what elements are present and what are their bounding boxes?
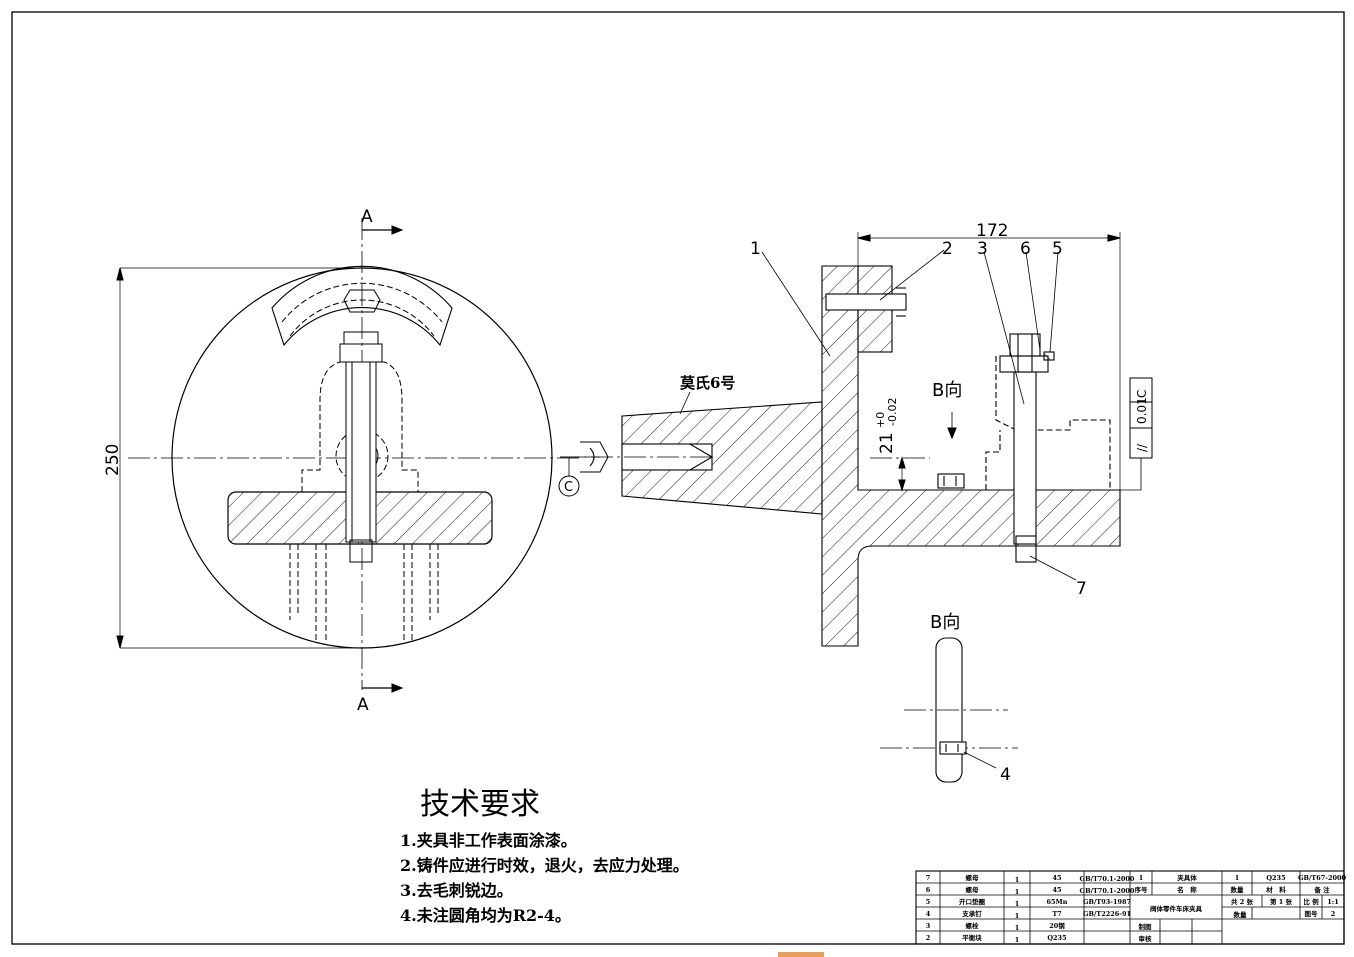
- svg-text:共 2 张: 共 2 张: [1231, 897, 1254, 906]
- svg-text:3: 3: [926, 922, 931, 930]
- svg-text:45: 45: [1052, 874, 1062, 882]
- svg-text:20钢: 20钢: [1049, 921, 1065, 930]
- drawing-frame: [11, 11, 1345, 945]
- balloon-1: 1: [750, 239, 761, 259]
- svg-text:审核: 审核: [1139, 934, 1153, 943]
- svg-text:45: 45: [1052, 886, 1062, 894]
- svg-text:1:1: 1:1: [1327, 898, 1338, 906]
- svg-text:螺母: 螺母: [966, 873, 980, 882]
- balloon-3: 3: [977, 239, 988, 259]
- svg-text:名 称: 名 称: [1177, 885, 1197, 894]
- table-row: 2 平衡块 1 Q235: [926, 933, 1067, 944]
- svg-text:T7: T7: [1052, 910, 1061, 918]
- svg-text:材 料: 材 料: [1265, 885, 1286, 894]
- svg-text:支承钉: 支承钉: [961, 909, 982, 918]
- svg-text:第 1 张: 第 1 张: [1270, 897, 1293, 906]
- svg-text:1: 1: [1235, 874, 1240, 882]
- svg-text:GB/T93-1987: GB/T93-1987: [1083, 898, 1131, 906]
- taper-label: 莫氏6号: [680, 374, 735, 392]
- svg-text:7: 7: [926, 874, 931, 882]
- svg-text:6: 6: [926, 886, 931, 894]
- svg-text:1: 1: [1015, 924, 1020, 932]
- svg-text:5: 5: [926, 898, 931, 906]
- balloon-6: 6: [1020, 239, 1031, 259]
- view-b-label: B向: [932, 380, 962, 401]
- front-view: [116, 218, 580, 693]
- gdt-datum: C: [1135, 390, 1149, 398]
- tech-item-3: 3.去毛刺锐边。: [400, 881, 513, 900]
- svg-text:1: 1: [1015, 936, 1020, 944]
- view-b-title: B向: [930, 612, 960, 633]
- tech-item-4: 4.未注圆角均为R2-4。: [400, 906, 571, 925]
- balloon-7: 7: [1076, 579, 1087, 599]
- svg-text:序号: 序号: [1134, 885, 1149, 894]
- tech-title: 技术要求: [420, 787, 540, 822]
- svg-text:螺母: 螺母: [966, 885, 980, 894]
- svg-text:2: 2: [1331, 910, 1336, 918]
- svg-text:平衡块: 平衡块: [962, 933, 982, 942]
- tol-lower: -0.02: [886, 398, 899, 426]
- gdt-value: 0.01: [1135, 397, 1149, 424]
- balloon-4: 4: [1000, 765, 1011, 785]
- svg-text:GB/T2226-91: GB/T2226-91: [1083, 910, 1131, 918]
- svg-text:夹具体: 夹具体: [1177, 873, 1197, 882]
- svg-text:数量: 数量: [1234, 910, 1248, 919]
- svg-text:备 注: 备 注: [1313, 885, 1330, 894]
- section-a-label-bottom: A: [357, 695, 369, 715]
- gdt-symbol: //: [1135, 443, 1149, 452]
- table-row: 5 开口垫圈 1 65Mn GB/T93-1987: [926, 897, 1131, 908]
- drawing-name: 阀体零件车床夹具: [1150, 904, 1203, 913]
- svg-text:1: 1: [1015, 888, 1020, 896]
- svg-text:开口垫圈: 开口垫圈: [959, 897, 986, 906]
- title-block-grid: [915, 870, 1345, 945]
- svg-text:GB/T70.1-2000: GB/T70.1-2000: [1080, 887, 1135, 895]
- balloon-2: 2: [942, 239, 953, 259]
- tech-item-1: 1.夹具非工作表面涂漆。: [400, 831, 577, 850]
- section-a-label: A: [361, 207, 373, 227]
- tol-upper: +0: [874, 412, 887, 428]
- svg-text:4: 4: [926, 910, 931, 918]
- edge-marker: [778, 952, 824, 957]
- tech-item-2: 2.铸件应进行时效，退火，去应力处理。: [400, 856, 689, 875]
- svg-text:图号: 图号: [1305, 909, 1319, 918]
- view-b: [880, 637, 1018, 783]
- title-block: 1 夹具体 1 Q235 GB/T67-2000 序号 名 称 数量 材 料 备…: [1134, 873, 1347, 943]
- table-row: 6 螺母 1 45 GB/T70.1-2000: [926, 885, 1135, 896]
- dim-250: 250: [103, 444, 123, 476]
- svg-text:65Mn: 65Mn: [1047, 898, 1068, 906]
- svg-text:1: 1: [1015, 900, 1020, 908]
- table-row: 7 螺母 1 45 GB/T70.1-2000: [926, 873, 1135, 884]
- svg-text:2: 2: [926, 934, 931, 942]
- svg-text:GB/T67-2000: GB/T67-2000: [1298, 874, 1347, 882]
- svg-text:1: 1: [1015, 876, 1020, 884]
- svg-text:Q235: Q235: [1266, 874, 1286, 882]
- svg-text:比 例: 比 例: [1303, 897, 1319, 906]
- balloon-5: 5: [1052, 239, 1063, 259]
- svg-text:1: 1: [1015, 912, 1020, 920]
- svg-text:数量: 数量: [1231, 885, 1245, 894]
- dim-172: 172: [976, 221, 1008, 241]
- table-row: 3 螺栓 1 20钢: [926, 921, 1066, 932]
- table-row: 4 支承钉 1 T7 GB/T2226-91: [926, 909, 1131, 920]
- dim-21: 21: [877, 432, 897, 454]
- section-view: [558, 232, 1153, 647]
- svg-text:1: 1: [1139, 874, 1144, 882]
- bom-rows: 7 螺母 1 45 GB/T70.1-2000 6 螺母 1 45 GB/T70…: [926, 873, 1135, 944]
- svg-text:Q235: Q235: [1047, 934, 1067, 942]
- svg-text:GB/T70.1-2000: GB/T70.1-2000: [1080, 875, 1135, 883]
- datum-c: C: [564, 480, 573, 495]
- svg-text:螺栓: 螺栓: [966, 921, 980, 930]
- svg-text:制图: 制图: [1139, 922, 1153, 931]
